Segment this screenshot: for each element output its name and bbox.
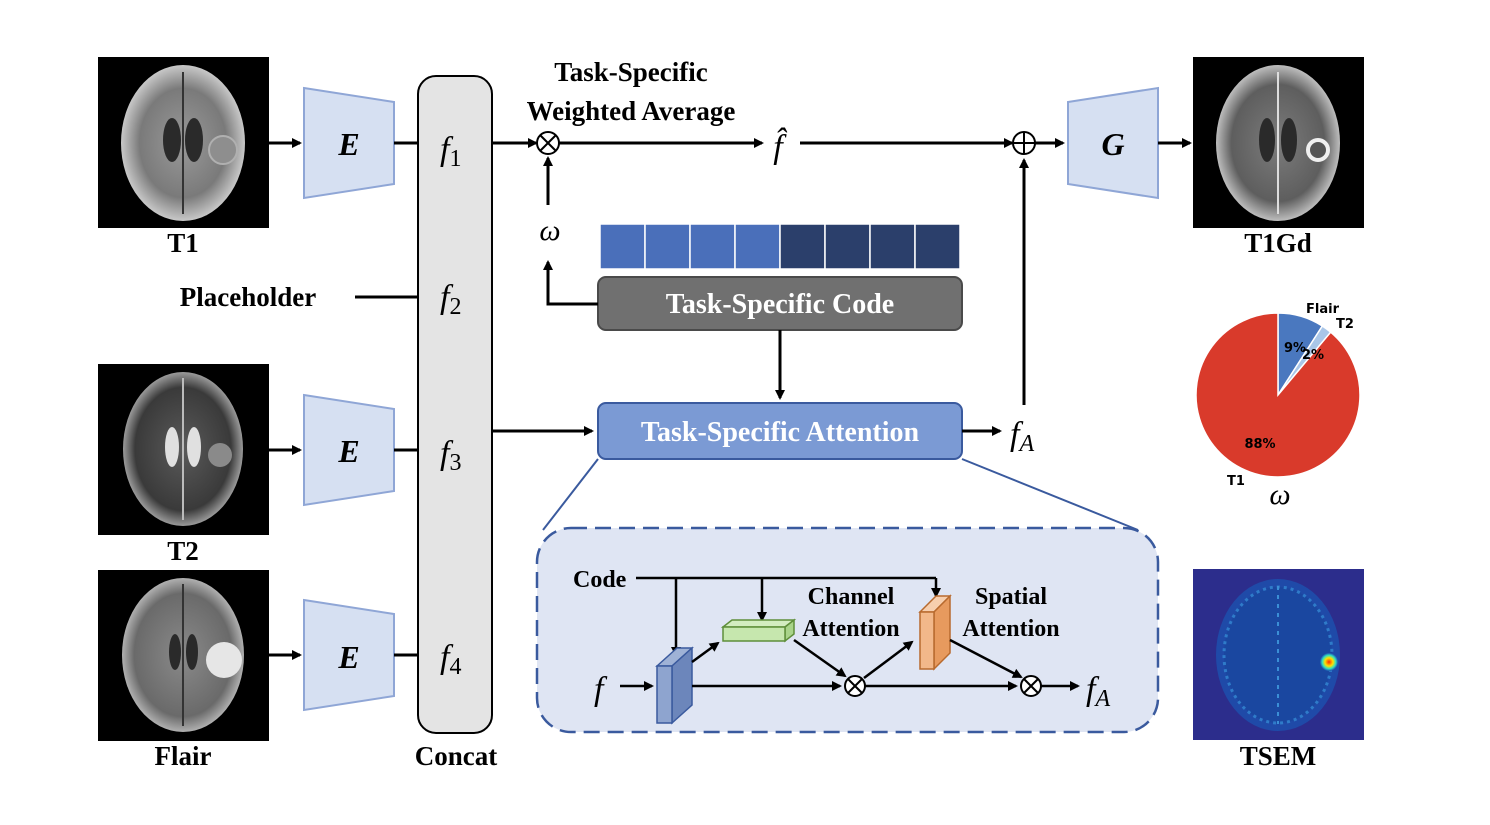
channel-attention-label-2: Attention: [802, 616, 899, 642]
code-vector: [599, 223, 961, 270]
detail-multiply-2: [1020, 675, 1042, 697]
weighted-average-title-line1: Task-Specific: [554, 57, 708, 87]
task-specific-attention-label: Task-Specific Attention: [641, 417, 920, 448]
f-hat: f̂: [773, 127, 787, 166]
pie-label-t2: T2: [1336, 317, 1354, 332]
concat-label: Concat: [415, 741, 498, 771]
t2-image: [98, 364, 269, 535]
omega-symbol: ω: [539, 214, 560, 247]
encoder-label: E: [337, 126, 359, 162]
tsem-image: [1193, 569, 1364, 740]
encoder-label: E: [337, 639, 359, 675]
t1gd-label: T1Gd: [1244, 228, 1312, 258]
flair-label: Flair: [155, 741, 212, 771]
f-attention: fA: [1010, 416, 1034, 457]
feature-block: [655, 646, 694, 725]
task-specific-code-label: Task-Specific Code: [666, 289, 894, 320]
code-cell: [779, 223, 826, 270]
weighted-average-title-line2: Weighted Average: [527, 96, 736, 126]
spatial-attention-label-1: Spatial: [975, 584, 1047, 610]
code-cell: [599, 223, 646, 270]
pie-pct-flair: 9%: [1284, 341, 1306, 356]
code-cell: [734, 223, 781, 270]
code-cell: [689, 223, 736, 270]
code-cell: [644, 223, 691, 270]
encoder-1: E: [303, 86, 395, 200]
generator: G: [1067, 86, 1159, 200]
t1-image: [98, 57, 269, 228]
encoder-3: E: [303, 598, 395, 712]
code-cell: [914, 223, 961, 270]
pie-label-t1: T1: [1227, 474, 1245, 489]
pie-slice-t1: [1195, 312, 1361, 478]
pie-label-flair: Flair: [1306, 302, 1340, 317]
spatial-attention-label-2: Attention: [962, 616, 1059, 642]
flair-image: [98, 570, 269, 741]
pie-pct-t1: 88%: [1244, 437, 1275, 452]
multiply-op: [536, 131, 560, 155]
channel-attention-block: [720, 618, 797, 643]
t1gd-image: [1193, 57, 1364, 228]
modality-weight-pie: [1195, 312, 1361, 478]
encoder-label: E: [337, 433, 359, 469]
pie-pct-t2: 2%: [1302, 348, 1324, 363]
placeholder-label: Placeholder: [180, 282, 316, 312]
t1-label: T1: [167, 228, 199, 258]
detail-code-label: Code: [573, 567, 627, 593]
code-cell: [869, 223, 916, 270]
encoder-2: E: [303, 393, 395, 507]
concat-bar: [417, 75, 493, 734]
detail-multiply-1: [844, 675, 866, 697]
code-cell: [824, 223, 871, 270]
t2-label: T2: [167, 536, 199, 566]
tsem-label: TSEM: [1240, 741, 1317, 771]
pie-caption: ω: [1269, 478, 1290, 511]
channel-attention-label-1: Channel: [808, 584, 895, 610]
spatial-attention-block: [918, 594, 952, 671]
add-op: [1012, 131, 1036, 155]
generator-label: G: [1101, 126, 1124, 162]
